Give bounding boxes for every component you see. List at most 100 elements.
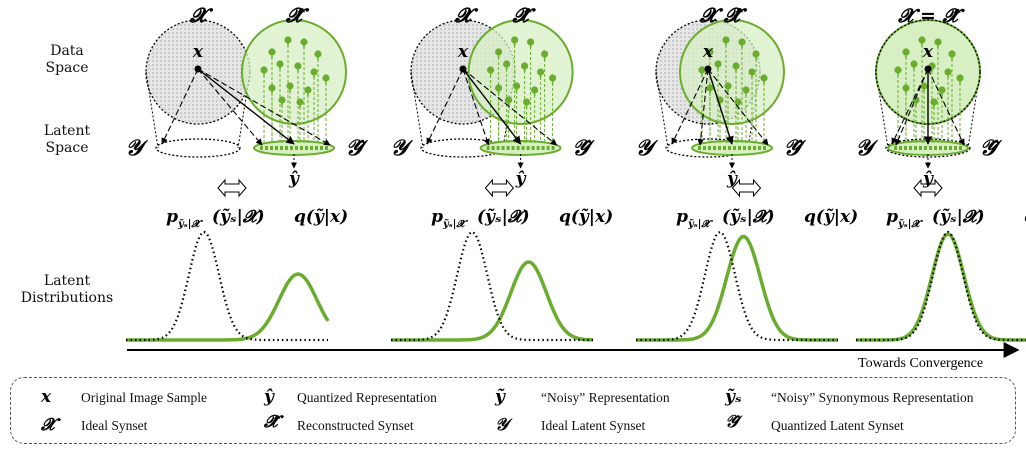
panel-2-q-distribution: [391, 260, 594, 342]
panel-2-sample-13: [523, 98, 531, 106]
legend-text-Yhat: Quantized Latent Synset: [771, 418, 904, 433]
panel-1-p-argument: (𝒚̃ₛ|𝓧): [212, 207, 265, 227]
panel-3-cyl-left: [655, 71, 669, 149]
panel-3-sample-1: [722, 36, 730, 44]
panel-4-sample-8: [956, 74, 964, 82]
legend-symbol-x: 𝒙: [41, 387, 52, 407]
panel-1-sample-10: [286, 82, 294, 90]
panel-1-sample-5: [276, 60, 284, 68]
panel-1-sample-6: [294, 62, 302, 70]
panel-1-reconstructed-synset-circle: [241, 19, 347, 125]
panel-4: p𝒚̃ₛ|𝓧(𝒚̃ₛ|𝓧)q(𝒚̃|𝒙): [856, 19, 1026, 342]
panel-2-arrow-1: [462, 68, 490, 146]
panel-3-sample-9: [706, 84, 714, 92]
legend-symbol-Xhat: 𝓧̂: [264, 412, 278, 432]
panel-1-p-label: p: [166, 207, 178, 227]
panel-1-yhat-label: 𝒚̂: [288, 169, 300, 189]
panel-2-sample-4: [487, 66, 495, 74]
panel-1-sample-3: [314, 50, 322, 58]
panel-4-sample-10: [920, 82, 928, 90]
panel-2-sample-2: [527, 38, 535, 46]
panel-2-yhat-label: 𝒚̂: [515, 169, 527, 189]
panel-1-sample-9: [268, 84, 276, 92]
panel-2-Y-label: 𝒴: [390, 135, 413, 161]
panel-2-sample-10: [513, 82, 521, 90]
legend-text-ytilde: “Noisy” Representation: [541, 390, 670, 405]
panel-3-sample-4: [698, 66, 706, 74]
panel-2-arrow-0: [426, 68, 464, 145]
panel-2-p-argument: (𝒚̃ₛ|𝓧): [477, 207, 530, 227]
panel-2-sample-8: [549, 74, 557, 82]
panel-4-sample-13: [930, 98, 938, 106]
panel-2-p-subscript: 𝒚̃ₛ|𝓧: [442, 219, 468, 230]
panel-3-p-subscript: 𝒚̃ₛ|𝓧: [687, 219, 713, 230]
panel-4-sample-2: [934, 38, 942, 46]
panel-3-q-label: q(𝒚̃|𝒙): [804, 207, 858, 227]
legend-symbol-ys: 𝒚̃ₛ: [725, 387, 742, 407]
axis-label: Towards Convergence: [858, 356, 984, 371]
panel-3-arrow-2: [707, 68, 769, 146]
legend-symbol-yhat: 𝒚̂: [264, 387, 274, 407]
legend: 𝒙 Original Image Sample 𝒚̂ Quantized Rep…: [10, 377, 1016, 444]
panel-1-arrow-3: [197, 68, 295, 145]
panel-4-sample-9: [902, 84, 910, 92]
panel-4-equivalence-arrow: [913, 178, 943, 198]
panel-3-arrow-3: [707, 68, 734, 145]
panel-1-Y-label: 𝒴: [125, 135, 148, 161]
panel-3-arrow-1: [697, 68, 709, 146]
panel-2-sample-9: [495, 84, 503, 92]
panel-2-Yhat-label: 𝒴̂: [572, 135, 595, 161]
panel-3-sample-6: [732, 62, 740, 70]
panel-1-sample-13: [296, 98, 304, 106]
panel-3-Y-label: 𝒴: [635, 135, 658, 161]
panel-2-sample-1: [510, 36, 519, 44]
panel-3-q-distribution: [636, 234, 838, 342]
panel-4-sample-5: [910, 60, 918, 68]
panel-3-sample-0: [706, 48, 714, 56]
panel-4-arrow-2: [927, 68, 965, 146]
panel-1-sample-8: [322, 74, 330, 82]
panel-1-arrow-1: [197, 68, 263, 146]
panel-1-equivalence-arrow: [217, 178, 247, 198]
panel-3-yhat-label: 𝒚̂: [726, 169, 738, 189]
panel-1-sample-12: [278, 96, 286, 104]
panel-3-arrow-0: [671, 68, 709, 145]
panel-3-sample-5: [714, 60, 722, 68]
panel-3-p-label: p: [676, 207, 688, 227]
legend-text-Y: Ideal Latent Synset: [541, 418, 646, 433]
panel-4-Yhat-label: 𝒴̂: [979, 135, 1002, 161]
panel-1-sample-11: [304, 86, 312, 94]
legend-text-X: Ideal Synset: [81, 418, 148, 433]
panel-4-sample-1: [918, 36, 926, 44]
panel-3-sample-3: [752, 50, 760, 58]
row-label-latent-distributions: Latent Distributions: [20, 273, 114, 306]
panel-3-reconstructed-synset-circle: [679, 19, 785, 125]
panel-1-arrow-2: [197, 68, 331, 146]
legend-text-yhat: Quantized Representation: [297, 390, 437, 405]
panel-3-sample-10: [724, 82, 732, 90]
panel-2-sample-7: [537, 68, 545, 76]
legend-symbol-Yhat: 𝒴̂: [725, 412, 739, 432]
panel-1-ideal-latent-ellipse: [155, 138, 241, 158]
row-label-latent-space: Latent Space: [43, 123, 91, 156]
panel-3-x-label: 𝒙: [702, 42, 714, 62]
panel-4-sample-11: [938, 86, 946, 94]
panel-4-title: 𝓧 = 𝓧̂: [897, 5, 966, 27]
panel-1-arrow-0: [161, 68, 199, 145]
panel-4-yhat-label: 𝒚̂: [922, 169, 934, 189]
panel-4-arrow-0: [891, 68, 929, 145]
panel-4-Y-label: 𝒴: [855, 135, 878, 161]
legend-text-Xhat: Reconstructed Synset: [297, 418, 414, 433]
panel-1-Yhat-label: 𝒴̂: [345, 135, 368, 161]
legend-symbol-Y: 𝒴: [495, 415, 509, 435]
panel-4-arrow-1: [895, 68, 929, 146]
panel-2-p-label: p: [431, 207, 443, 227]
panel-2-sample-12: [505, 96, 513, 104]
panel-2-q-label: q(𝒚̃|𝒙): [559, 207, 613, 227]
panel-3-sample-8: [760, 74, 768, 82]
panel-4-x-label: 𝒙: [922, 42, 934, 62]
